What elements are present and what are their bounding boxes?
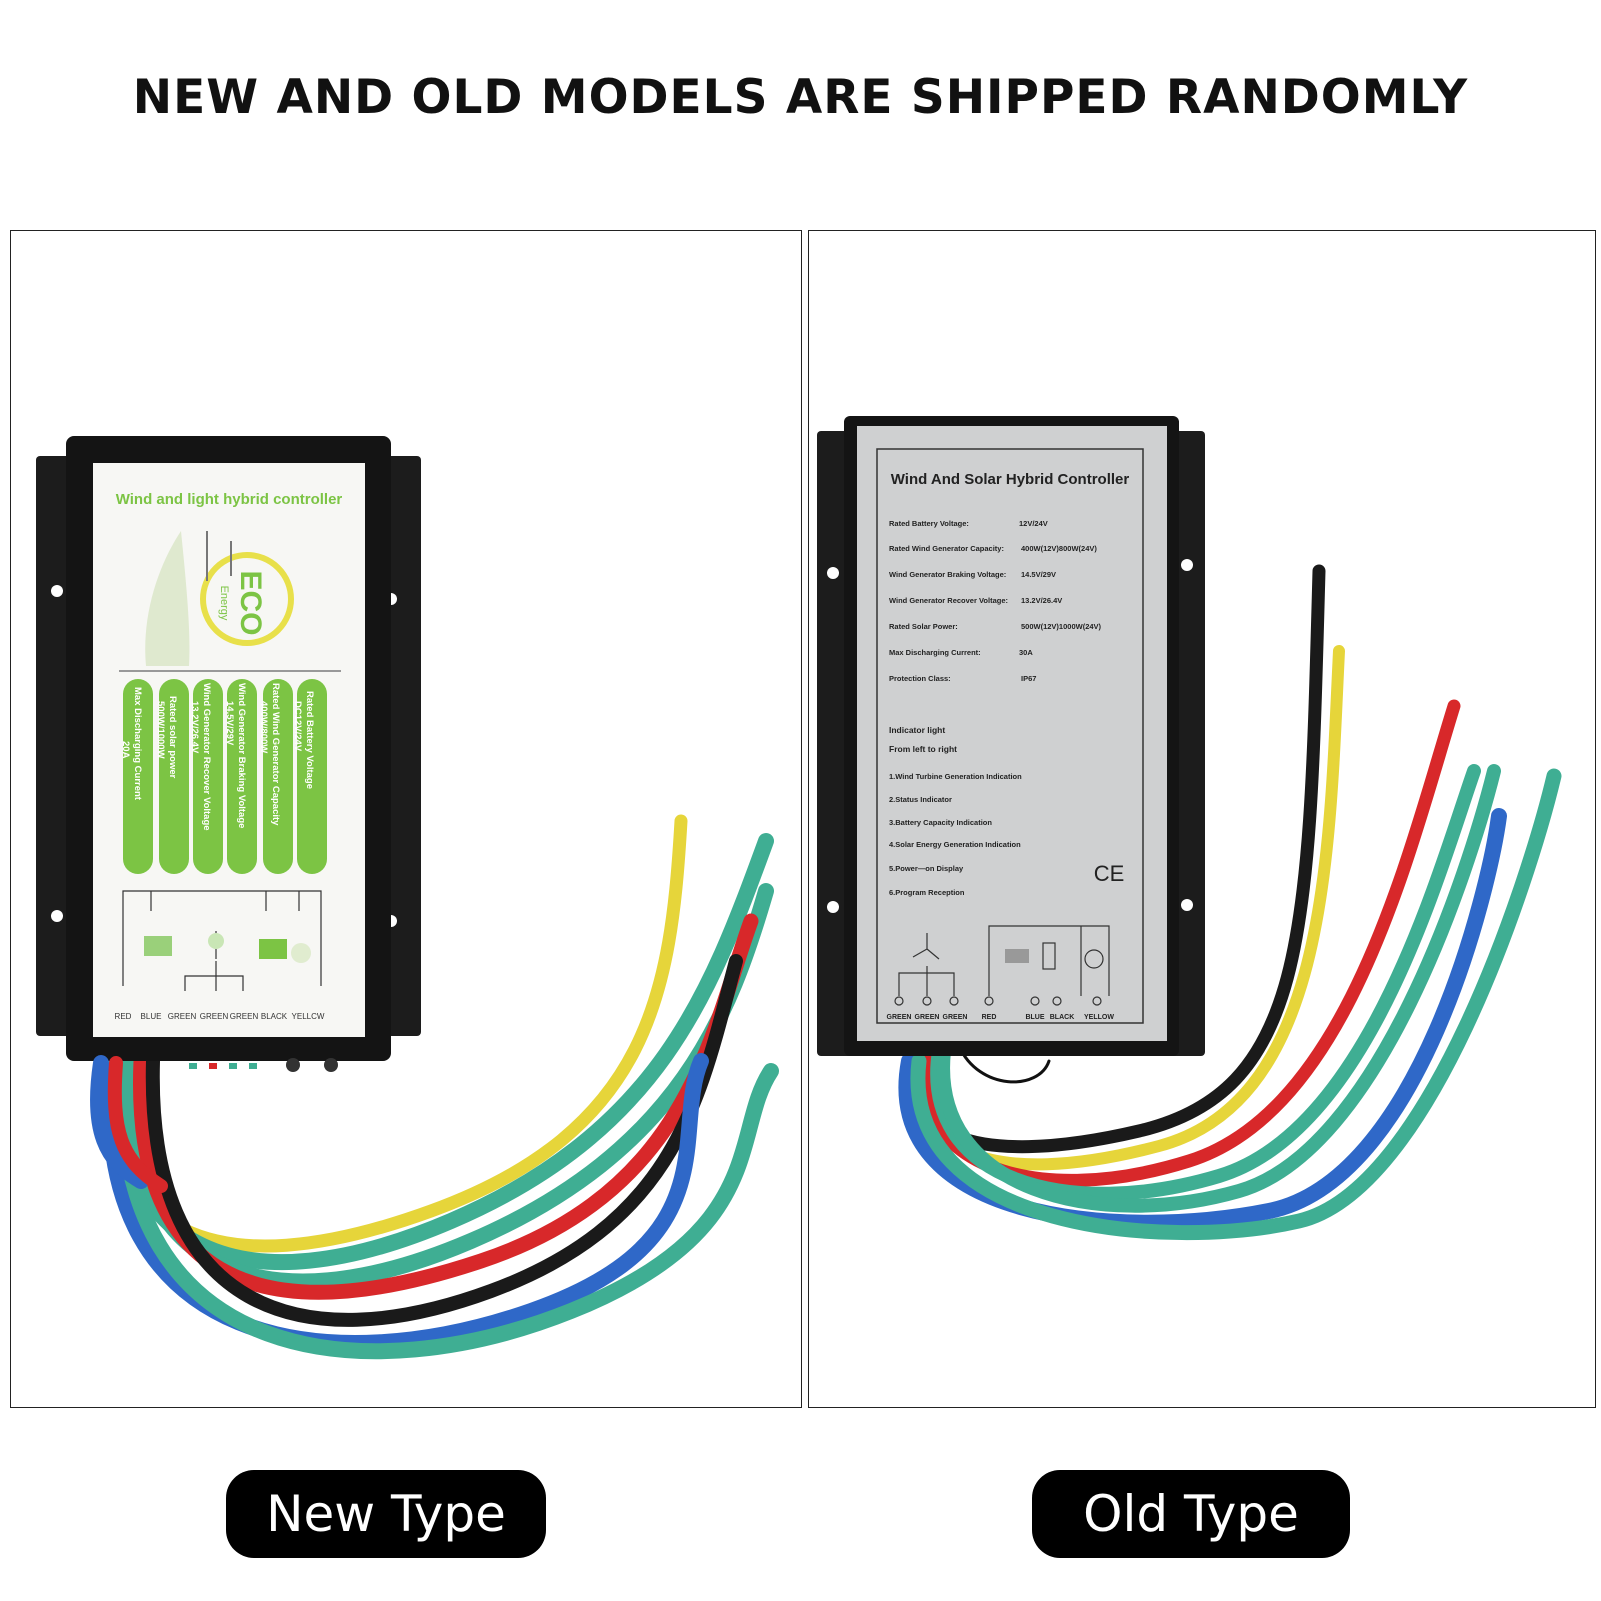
new-spec-2-name: Wind Generator Braking Voltage: [236, 683, 247, 828]
new-spec-0-value: DC12V/24V: [292, 701, 303, 752]
new-spec-2-value: 14.5V/29V: [224, 701, 235, 746]
new-spec-3-value: 13.2V/26.4V: [189, 701, 200, 754]
old-controller-photo: Wind And Solar Hybrid Controller Rated B…: [817, 416, 1562, 1241]
old-spec-4-name: Rated Solar Power:: [889, 622, 958, 631]
old-indicator-subtitle: From left to right: [889, 744, 957, 754]
old-wires: [898, 564, 1562, 1241]
old-indicator-5: 6.Program Reception: [889, 888, 965, 897]
new-terminal-6: YELLCW: [292, 1012, 325, 1021]
new-wiring-diagram: [122, 890, 322, 991]
new-terminal-labels: RED BLUE GREEN GREEN GREEN BLACK YELLCW: [115, 1012, 325, 1021]
eco-logo: ECO Energy: [145, 531, 294, 666]
old-wiring-diagram: [894, 925, 1110, 1006]
old-spec-list: Rated Battery Voltage: 12V/24V Rated Win…: [889, 519, 1102, 683]
old-indicator-4: 5.Power—on Display: [889, 864, 964, 873]
new-terminal-1: BLUE: [141, 1012, 162, 1021]
old-spec-0-value: 12V/24V: [1019, 519, 1048, 528]
old-terminal-3: RED: [982, 1014, 997, 1021]
headline: NEW AND OLD MODELS ARE SHIPPED RANDOMLY: [132, 70, 1469, 125]
new-status-leds: [189, 1058, 338, 1072]
new-spec-5-value: 20A: [120, 741, 131, 759]
new-label-title: Wind and light hybrid controller: [116, 491, 343, 508]
new-spec-0-name: Rated Battery Voltage: [304, 691, 315, 789]
new-spec-3-name: Wind Generator Recover Voltage: [201, 683, 212, 831]
old-terminal-2: GREEN: [943, 1014, 968, 1021]
old-indicator-title: Indicator light: [889, 725, 945, 735]
old-terminal-1: GREEN: [915, 1014, 940, 1021]
old-terminal-0: GREEN: [887, 1014, 912, 1021]
old-spec-6-name: Protection Class:: [889, 674, 951, 683]
old-spec-0-name: Rated Battery Voltage:: [889, 519, 969, 528]
old-spec-1-name: Rated Wind Generator Capacity:: [889, 544, 1004, 553]
old-spec-3-value: 13.2V/26.4V: [1021, 596, 1062, 605]
new-spec-bars: [123, 679, 327, 874]
old-terminal-4: BLUE: [1025, 1014, 1044, 1021]
old-type-caption: Old Type: [1032, 1470, 1350, 1558]
old-indicator-2: 3.Battery Capacity Indication: [889, 818, 992, 827]
old-label: [857, 426, 1167, 1041]
eco-text: ECO: [234, 570, 267, 635]
new-terminal-5: BLACK: [261, 1012, 288, 1021]
old-terminal-labels: GREEN GREEN GREEN RED BLUE BLACK YELLOW: [887, 1014, 1115, 1021]
old-indicator-list: Indicator light From left to right 1.Win…: [889, 725, 1022, 897]
old-type-panel: Wind And Solar Hybrid Controller Rated B…: [808, 230, 1596, 1408]
new-spec-texts: Rated Battery Voltage DC12V/24V Rated Wi…: [120, 683, 315, 831]
old-indicator-3: 4.Solar Energy Generation Indication: [889, 840, 1021, 849]
old-spec-3-name: Wind Generator Recover Voltage:: [889, 596, 1008, 605]
new-spec-4-name: Rated solar power: [167, 696, 178, 779]
old-spec-5-name: Max Discharging Current:: [889, 648, 981, 657]
old-terminal-5: BLACK: [1050, 1014, 1075, 1021]
old-spec-6-value: IP67: [1021, 674, 1036, 683]
new-wires: [99, 814, 779, 1360]
old-spec-5-value: 30A: [1019, 648, 1033, 657]
old-label-title: Wind And Solar Hybrid Controller: [891, 471, 1130, 488]
new-terminal-0: RED: [115, 1012, 132, 1021]
new-spec-4-value: 500W/1000W: [155, 701, 166, 759]
new-spec-1-name: Rated Wind Generator Capacity: [270, 683, 281, 826]
energy-text: Energy: [218, 586, 230, 621]
old-spec-4-value: 500W(12V)1000W(24V): [1021, 622, 1102, 631]
new-controller-photo: Wind and light hybrid controller ECO Ene…: [36, 436, 779, 1360]
new-spec-1-value: 400W/800W: [258, 701, 269, 753]
old-spec-2-name: Wind Generator Braking Voltage:: [889, 570, 1006, 579]
new-spec-5-name: Max Discharging Current: [132, 687, 143, 801]
new-terminal-3: GREEN: [200, 1012, 229, 1021]
new-type-panel: Wind and light hybrid controller ECO Ene…: [10, 230, 802, 1408]
old-indicator-0: 1.Wind Turbine Generation Indication: [889, 772, 1022, 781]
old-spec-1-value: 400W(12V)800W(24V): [1021, 544, 1097, 553]
ce-mark: CE: [1094, 861, 1125, 886]
old-terminal-6: YELLOW: [1084, 1014, 1114, 1021]
old-spec-2-value: 14.5V/29V: [1021, 570, 1056, 579]
new-terminal-2: GREEN: [168, 1012, 197, 1021]
new-terminal-4: GREEN: [230, 1012, 259, 1021]
old-indicator-1: 2.Status Indicator: [889, 795, 952, 804]
new-type-caption: New Type: [226, 1470, 546, 1558]
